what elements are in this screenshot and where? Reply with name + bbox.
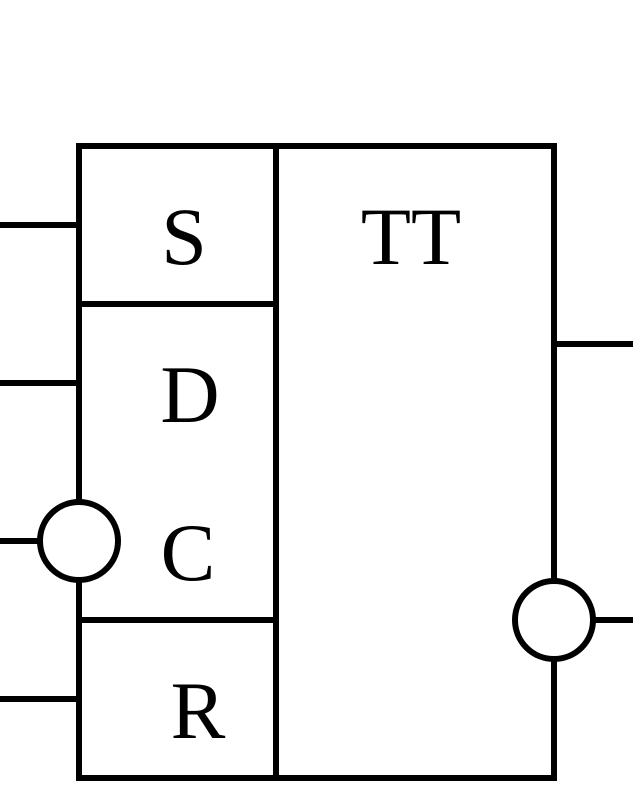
- output-inversion-bubble: [512, 578, 596, 662]
- label-c: C: [161, 507, 216, 598]
- flip-flop-body: [76, 143, 557, 781]
- label-s: S: [161, 191, 207, 282]
- function-label-tt: TT: [361, 191, 461, 282]
- label-d: D: [160, 349, 219, 440]
- label-r: R: [171, 665, 226, 756]
- clock-inversion-bubble: [37, 499, 121, 583]
